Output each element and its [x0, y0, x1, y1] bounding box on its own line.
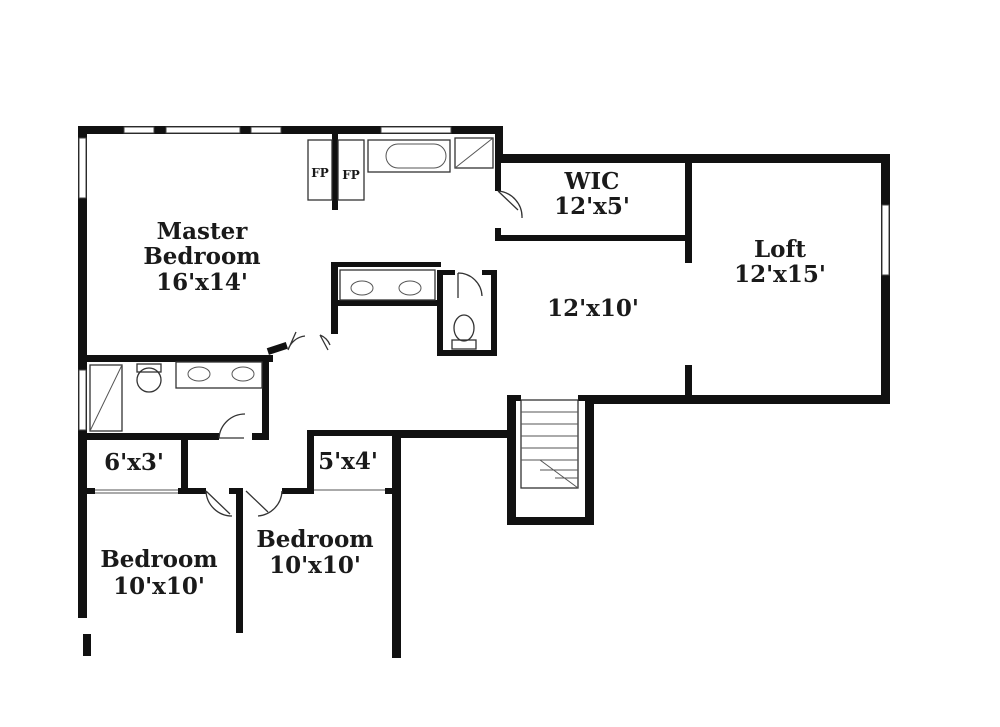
loft-size: 12'x15': [734, 261, 826, 288]
wall-master-bottom-angle: [266, 342, 288, 355]
window-top-3: [250, 126, 282, 134]
wall-closet-b-bottom-r: [385, 488, 397, 494]
bathtub: [367, 139, 451, 173]
toilet-master-tank: [451, 339, 477, 350]
toilet-master: [453, 314, 475, 342]
wall-vanity-top: [331, 262, 441, 267]
window-left-1: [78, 137, 87, 199]
wall-toilet-top-left: [437, 270, 455, 275]
open-area-size: 12'x10': [547, 295, 639, 322]
doors: [95, 190, 523, 517]
wall-bottom-center-stub: [392, 634, 401, 656]
wall-stair-bottom: [507, 517, 594, 525]
staircase: [520, 399, 579, 489]
master-bedroom-name-1: Master: [157, 218, 249, 245]
fixtures: FP FP: [89, 137, 579, 489]
wall-toilet-top-right: [482, 270, 497, 275]
vanity-hall: [175, 361, 263, 389]
wall-hall-bottom: [392, 430, 516, 438]
wall-loft-divider-bottom: [685, 365, 692, 397]
wic-name: WIC: [564, 168, 620, 195]
wall-bedrooms-divider: [236, 488, 243, 633]
wall-stair-left: [507, 395, 516, 525]
wall-vanity-bottom: [331, 300, 441, 306]
closet-b-size: 5'x4': [318, 448, 378, 475]
bedroom-center-size: 10'x10': [269, 552, 361, 579]
wall-loft-divider-top: [685, 163, 692, 263]
wall-right-loft: [881, 154, 890, 404]
master-bedroom-name-2: Bedroom: [143, 243, 260, 270]
sink-master-2: [398, 280, 422, 296]
wall-wic-bottom: [497, 235, 688, 241]
wall-master-bottom: [87, 355, 273, 362]
wall-closet-b-top: [307, 430, 397, 436]
stair-outline: [520, 399, 579, 489]
wall-wic-left: [495, 163, 501, 191]
wall-hallbath-bottom-right: [252, 433, 269, 440]
door-wic: [497, 190, 523, 219]
sink-master-1: [350, 280, 374, 296]
toilet-hall: [136, 367, 162, 393]
door-bedroom-left: [205, 490, 233, 517]
sink-hall-1: [187, 366, 211, 382]
wall-step-top: [495, 126, 503, 162]
wall-fireplace-divider: [332, 134, 338, 210]
room-labels: Master Bedroom 16'x14' WIC 12'x5' Loft 1…: [100, 168, 826, 600]
wall-bedrooms-top-r: [282, 488, 314, 494]
door-master-double: [287, 331, 331, 351]
closet-a-size: 6'x3': [104, 449, 164, 476]
wall-stair-top-right: [578, 395, 594, 401]
window-right-loft: [881, 204, 890, 276]
shower-hall-diag: [89, 364, 123, 432]
wall-stair-top-left: [507, 395, 521, 401]
wall-bedrooms-top-l: [229, 488, 243, 494]
window-top-2: [165, 126, 241, 134]
toilet-hall-tank: [136, 363, 162, 373]
bedroom-center-name: Bedroom: [256, 526, 373, 553]
bedroom-left-name: Bedroom: [100, 546, 217, 573]
wic-size: 12'x5': [554, 193, 630, 220]
wall-closet-a-bottom-r: [178, 488, 206, 494]
door-toilet: [457, 272, 483, 298]
wall-bedroom-center-right: [392, 430, 401, 658]
wall-vanity-left: [331, 262, 338, 334]
fireplace-right: [337, 139, 365, 201]
wall-bottom-loft: [585, 395, 890, 404]
door-hall-bath: [218, 413, 246, 439]
wall-top-master: [78, 126, 503, 134]
wall-hallbath-right: [262, 355, 269, 440]
wall-closet-a-bottom-l: [87, 488, 95, 494]
wall-toilet-left: [437, 270, 443, 356]
fireplace-label-right: FP: [342, 168, 360, 182]
wall-bottom-left-stub: [83, 634, 91, 656]
shower-master: [454, 137, 494, 169]
sink-hall-2: [231, 366, 255, 382]
wall-hallbath-bottom: [87, 433, 219, 440]
window-left-2: [78, 369, 87, 431]
wall-closet-b-left: [307, 430, 314, 492]
loft-name: Loft: [754, 236, 806, 263]
wall-stair-right: [585, 395, 594, 525]
shower-hall: [89, 364, 123, 432]
wall-top-wic-loft: [495, 154, 889, 163]
wall-closet-a-right: [181, 440, 188, 492]
fireplace-label-left: FP: [311, 166, 329, 180]
wall-toilet-right: [491, 270, 497, 356]
door-bedroom-center: [245, 490, 283, 517]
bathtub-inner: [385, 143, 447, 169]
fireplace-left: [307, 139, 333, 201]
shower-master-diag: [454, 137, 494, 169]
vanity-master: [339, 269, 436, 301]
window-top-1: [123, 126, 155, 134]
windows: [78, 126, 890, 431]
wall-toilet-bottom: [437, 350, 497, 356]
wall-wic-left-low: [495, 228, 501, 241]
bedroom-left-size: 10'x10': [113, 573, 205, 600]
window-top-4: [380, 126, 452, 134]
master-bedroom-size: 16'x14': [156, 269, 248, 296]
